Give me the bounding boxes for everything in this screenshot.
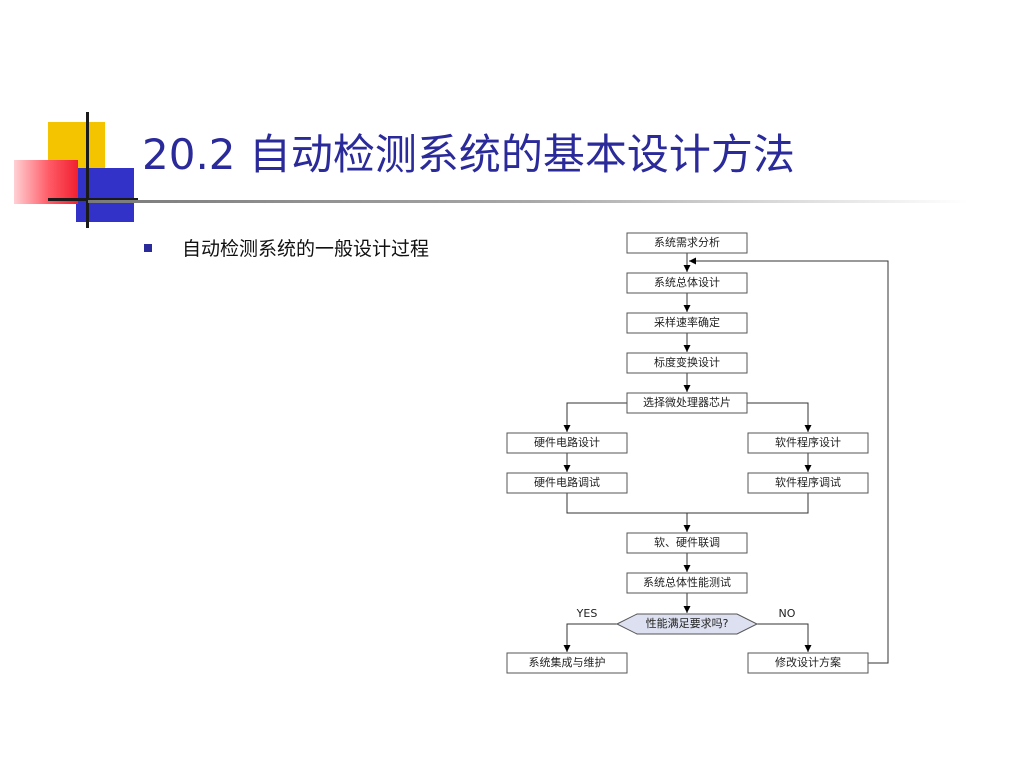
node-decision-label: 性能满足要求吗?	[646, 616, 729, 630]
node-sampling-label: 采样速率确定	[654, 315, 720, 329]
edge-mcu-sw-design	[747, 402, 812, 432]
node-perf-test	[626, 572, 748, 594]
node-hw-debug	[506, 472, 628, 494]
node-hw-design-label: 硬件电路设计	[534, 436, 600, 449]
node-sw-debug-label: 软件程序调试	[775, 475, 841, 489]
node-hw-debug-label: 硬件电路调试	[534, 476, 600, 489]
node-demand	[626, 232, 748, 254]
decor-red-square	[14, 160, 78, 204]
branch-no-label: NO	[779, 607, 796, 620]
node-mcu	[626, 392, 748, 414]
node-joint	[626, 532, 748, 554]
slide-title: 20.2 自动检测系统的基本设计方法	[142, 130, 795, 179]
node-decision-shape	[615, 613, 759, 635]
edge-feedback-loop	[689, 257, 889, 664]
bullet-item: 自动检测系统的一般设计过程	[144, 234, 429, 261]
edge-decision-yes	[563, 623, 617, 652]
node-scale-label: 标度变换设计	[654, 355, 720, 369]
node-sampling	[626, 312, 748, 334]
node-hw-design	[506, 432, 628, 454]
branch-yes-label: YES	[576, 607, 598, 620]
edge-decision-no	[757, 623, 812, 652]
bullet-square-icon	[144, 243, 152, 252]
bullet-text: 自动检测系统的一般设计过程	[182, 238, 430, 260]
node-modify	[747, 652, 869, 674]
edge-merge-joint	[566, 493, 809, 514]
node-sw-design	[747, 432, 869, 454]
node-joint-label: 软、硬件联调	[654, 535, 720, 549]
title-underline	[88, 200, 968, 203]
decor-horizontal-line	[48, 198, 138, 201]
node-demand-label: 系统需求分析	[654, 235, 720, 249]
node-integrate	[506, 652, 628, 674]
decor-vertical-line	[86, 112, 89, 228]
decor-blue-square	[76, 168, 134, 222]
node-overall-label: 系统总体设计	[654, 275, 720, 289]
node-scale	[626, 352, 748, 374]
node-mcu-label: 选择微处理器芯片	[643, 395, 731, 409]
node-sw-debug	[747, 472, 869, 494]
node-integrate-label: 系统集成与维护	[529, 655, 606, 669]
edge-mcu-hw-design	[563, 402, 627, 432]
node-modify-label: 修改设计方案	[775, 655, 841, 669]
node-sw-design-label: 软件程序设计	[775, 435, 841, 449]
node-perf-test-label: 系统总体性能测试	[643, 575, 731, 589]
node-overall	[626, 272, 748, 294]
